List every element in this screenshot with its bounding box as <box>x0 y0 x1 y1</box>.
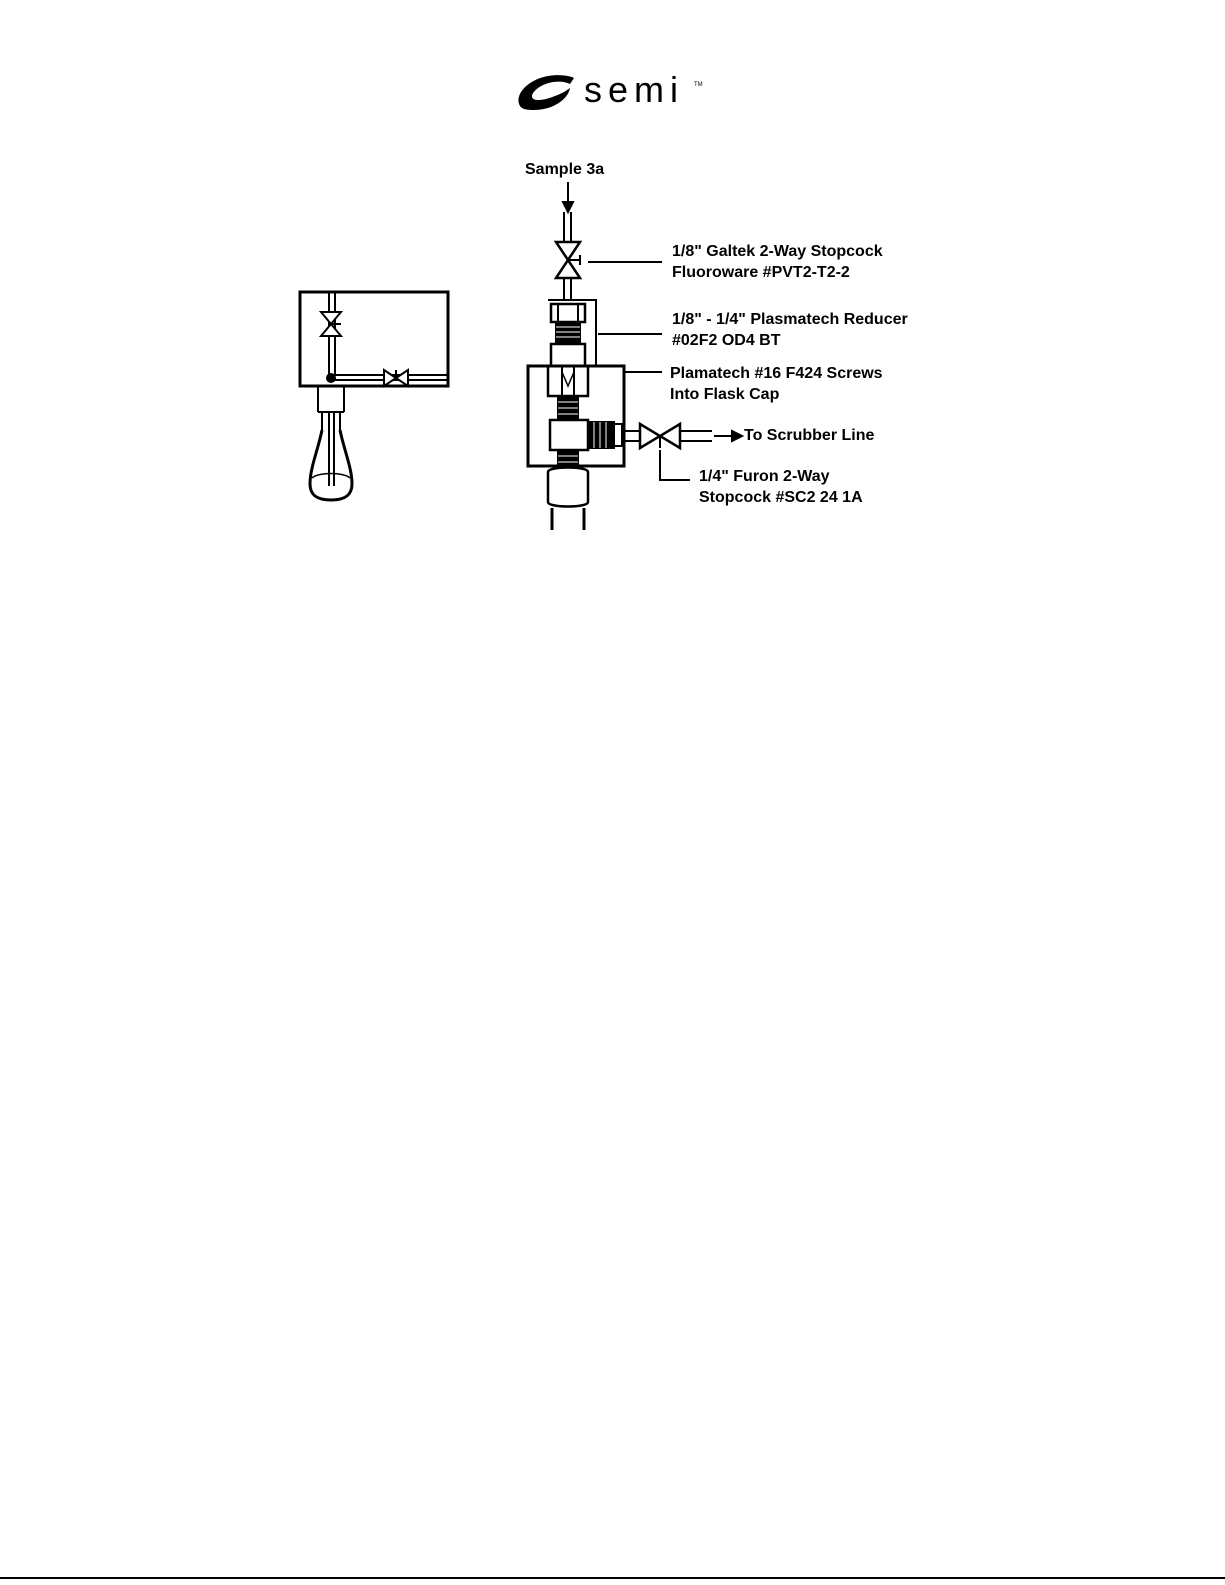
label-large-stopcock-line1: 1/4" Furon 2-Way <box>699 468 830 485</box>
label-reducer-line2: #02F2 OD4 BT <box>672 332 781 349</box>
flask-neck <box>548 468 588 531</box>
label-small-stopcock-line2: Fluoroware #PVT2-T2-2 <box>672 264 850 281</box>
label-reducer-line1: 1/8" - 1/4" Plasmatech Reducer <box>672 311 908 328</box>
label-fitting-line2: Into Flask Cap <box>670 386 780 403</box>
overview-horizontal-valve <box>384 370 408 386</box>
reducer-nut <box>551 304 585 366</box>
label-fitting-line1: Plamatech #16 F424 Screws <box>670 365 883 382</box>
small-stopcock-valve[interactable] <box>556 242 580 278</box>
diagram-labels: Sample 3a 1/8" Galtek 2-Way Stopcock Flu… <box>525 161 908 506</box>
overview-flask <box>310 430 352 500</box>
label-small-stopcock-line1: 1/8" Galtek 2-Way Stopcock <box>672 243 883 260</box>
overview-vertical-valve <box>321 312 341 336</box>
leader-large-stopcock <box>660 450 690 480</box>
label-large-stopcock-line2: Stopcock #SC2 24 1A <box>699 489 863 506</box>
scrubber-arrow <box>714 431 742 441</box>
label-scrubber: To Scrubber Line <box>744 427 874 444</box>
label-sample-inlet: Sample 3a <box>525 161 604 178</box>
inlet-arrow <box>563 182 573 212</box>
overview-sketch <box>300 292 448 500</box>
footer-rule <box>0 1577 1225 1579</box>
overview-enclosure <box>300 292 448 386</box>
large-stopcock-valve[interactable] <box>640 424 680 448</box>
plamatech-fitting <box>548 366 622 466</box>
